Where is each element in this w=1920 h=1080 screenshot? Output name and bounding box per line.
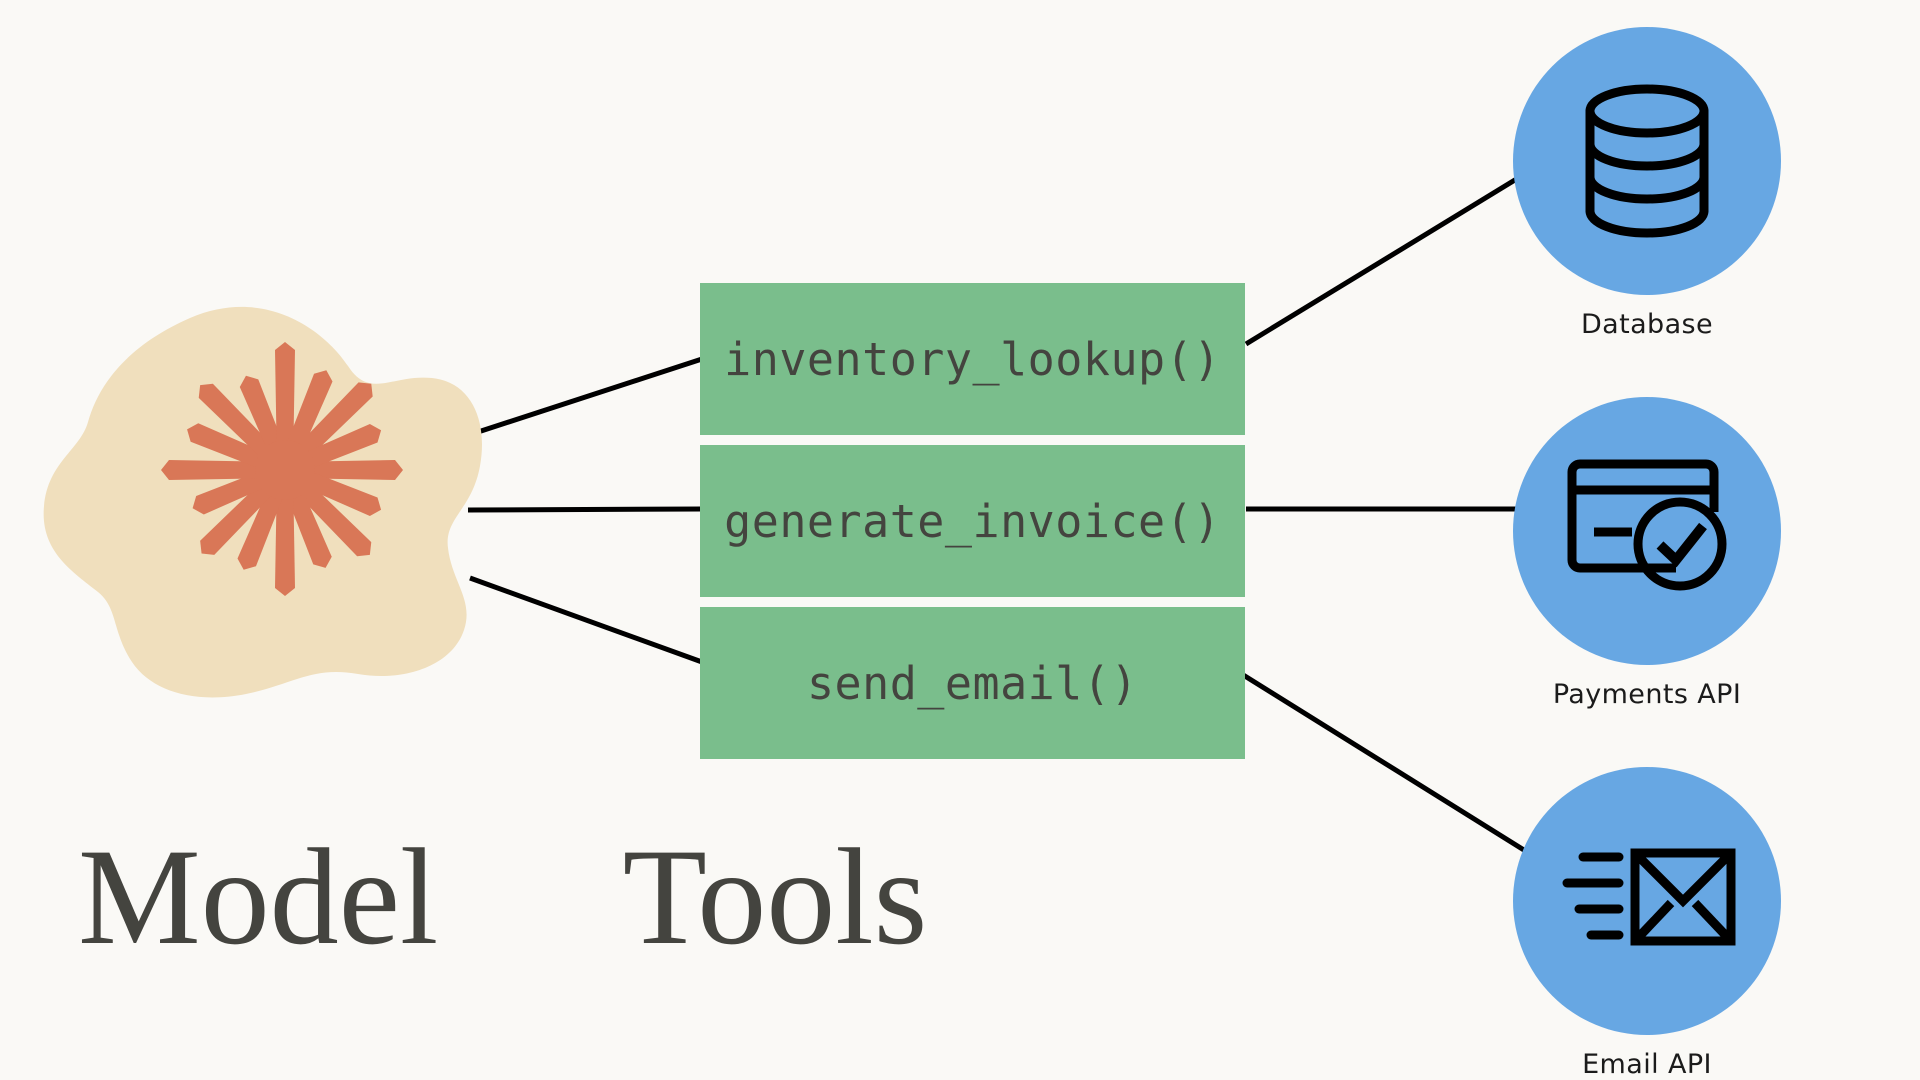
- caption-tools: Tools: [622, 820, 928, 973]
- tool-inventory-lookup[interactable]: inventory_lookup(): [700, 283, 1245, 435]
- service-database-label: Database: [1580, 309, 1714, 340]
- connector-send-email-to-email-api: [1230, 665, 1542, 863]
- model-node: [40, 300, 490, 700]
- credit-card-check-icon: [1567, 459, 1727, 591]
- connector-model-to-send-email: [469, 575, 703, 665]
- service-email[interactable]: Email API: [1512, 767, 1782, 1080]
- service-payments-circle: [1513, 397, 1781, 665]
- tool-generate-invoice-label: generate_invoice(): [724, 494, 1221, 548]
- tool-send-email[interactable]: send_email(): [700, 607, 1245, 759]
- tool-generate-invoice[interactable]: generate_invoice(): [700, 445, 1245, 597]
- service-email-label: Email API: [1582, 1049, 1712, 1080]
- database-cylinder-icon: [1585, 84, 1709, 238]
- caption-model: Model: [78, 820, 439, 973]
- tool-send-email-label: send_email(): [806, 656, 1139, 710]
- tool-inventory-lookup-label: inventory_lookup(): [724, 332, 1221, 386]
- tools-stack: inventory_lookup() generate_invoice() se…: [700, 283, 1245, 769]
- service-database-circle: [1513, 27, 1781, 295]
- service-payments-label: Payments API: [1552, 679, 1742, 710]
- connector-model-to-generate-invoice: [467, 506, 703, 513]
- service-payments[interactable]: Payments API: [1512, 397, 1782, 710]
- service-database[interactable]: Database: [1512, 27, 1782, 340]
- service-email-circle: [1513, 767, 1781, 1035]
- connector-model-to-inventory-lookup: [477, 356, 703, 435]
- anthropic-starburst-icon: [161, 342, 403, 596]
- envelope-speed-icon: [1562, 848, 1736, 946]
- connector-inventory-lookup-to-database: [1244, 169, 1530, 347]
